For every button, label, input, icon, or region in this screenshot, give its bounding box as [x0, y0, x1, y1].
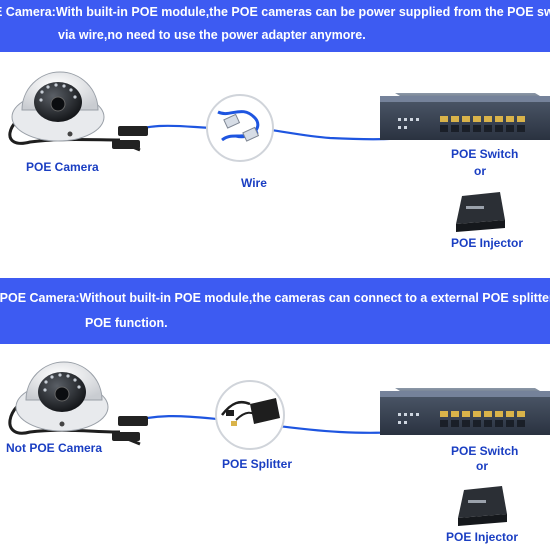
bottom-banner: t POE Camera:Without built-in POE module…	[0, 278, 550, 344]
bottom-poe-injector	[458, 486, 507, 526]
top-banner: E Camera:With built-in POE module,the PO…	[0, 0, 550, 52]
top-dome-camera	[11, 71, 105, 142]
top-switch-label: POE Switch	[451, 147, 519, 161]
bottom-splitter-label: POE Splitter	[222, 457, 293, 471]
bottom-banner-line2: POE function.	[85, 316, 168, 330]
top-power-connector	[112, 140, 140, 149]
top-or-label: or	[474, 164, 486, 178]
bottom-injector-label: POE Injector	[446, 530, 519, 544]
top-wire-label: Wire	[241, 176, 267, 190]
top-wire-badge	[206, 94, 274, 162]
bottom-banner-line1: t POE Camera:Without built-in POE module…	[0, 291, 550, 305]
top-camera-connector	[118, 126, 148, 136]
top-poe-switch	[380, 93, 550, 140]
bottom-or-label: or	[476, 459, 488, 473]
top-banner-line1: E Camera:With built-in POE module,the PO…	[0, 5, 550, 19]
bottom-splitter-badge	[215, 380, 285, 450]
bottom-switch-label: POE Switch	[451, 444, 519, 458]
top-injector-label: POE Injector	[451, 236, 524, 250]
bottom-poe-switch	[380, 388, 550, 435]
top-poe-injector	[456, 192, 505, 232]
bottom-dome-camera	[15, 361, 109, 432]
bottom-camera-connector	[118, 416, 148, 426]
top-camera-label: POE Camera	[26, 160, 99, 174]
bottom-power-connector	[112, 432, 140, 441]
bottom-camera-label: Not POE Camera	[6, 441, 103, 455]
top-banner-line2: via wire,no need to use the power adapte…	[58, 28, 366, 42]
